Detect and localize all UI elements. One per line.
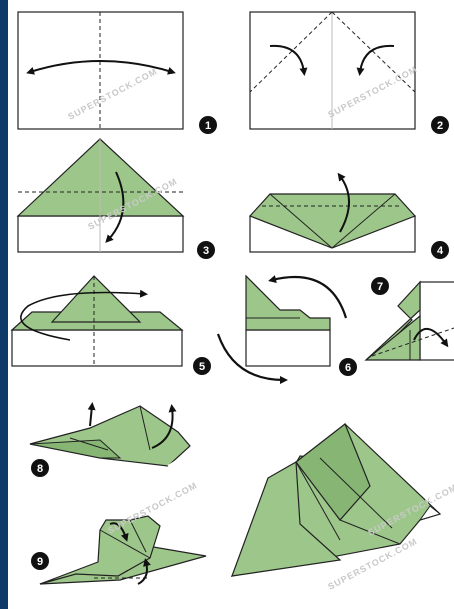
step-8 — [30, 406, 192, 466]
step-6 — [218, 276, 346, 380]
step-2: SUPERSTOCK.COM — [250, 12, 419, 129]
paper-bottom — [12, 330, 182, 366]
fold-arrow-left — [90, 406, 92, 426]
step-number-6: 6 — [345, 362, 351, 374]
step-number-badge: 5 — [193, 357, 211, 375]
folded-tip — [52, 276, 140, 322]
step-number-1: 1 — [205, 120, 211, 132]
step-number-badge: 7 — [371, 277, 389, 295]
step-number-badge: 6 — [339, 358, 357, 376]
step-4 — [250, 176, 415, 252]
step-number-badge: 3 — [197, 241, 215, 259]
step-number-badge: 2 — [431, 116, 449, 134]
step-number-badge: 4 — [431, 241, 449, 259]
step-number-badge: 1 — [199, 116, 217, 134]
step-number-8: 8 — [37, 463, 43, 475]
step-5 — [12, 276, 182, 366]
paper-bottom — [246, 330, 330, 366]
step-number-4: 4 — [437, 245, 444, 257]
step-number-badge: 8 — [31, 459, 49, 477]
step-number-5: 5 — [199, 361, 205, 373]
step-number-3: 3 — [203, 245, 209, 257]
half-fold — [246, 276, 330, 330]
step-number-9: 9 — [37, 556, 43, 568]
paper-body — [420, 282, 454, 360]
step-number-7: 7 — [377, 281, 383, 293]
finished-plane: SUPERSTOCK.COM SUPERSTOCK.COM — [232, 424, 454, 592]
green-wing — [366, 316, 420, 360]
step-number-badge: 9 — [31, 552, 49, 570]
step-number-2: 2 — [437, 120, 443, 132]
step-1: SUPERSTOCK.COM — [18, 12, 183, 129]
